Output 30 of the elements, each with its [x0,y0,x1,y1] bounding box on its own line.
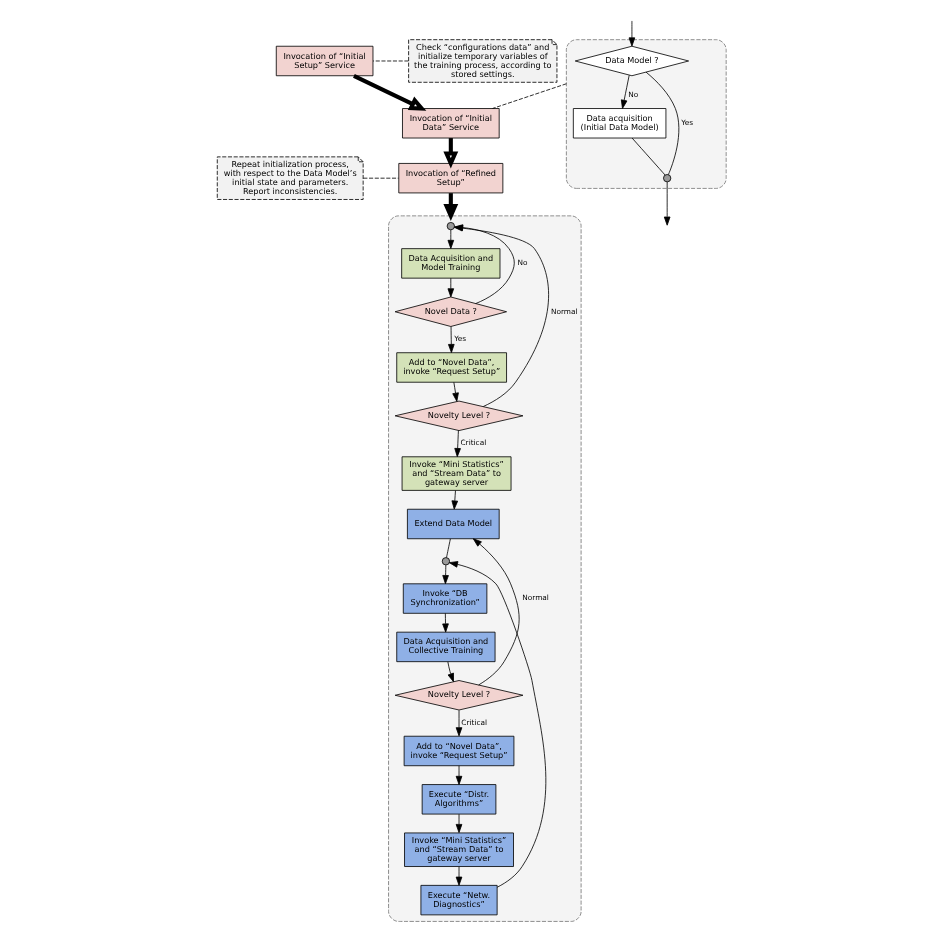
arrow [454,866,462,886]
arrow [446,229,454,249]
arrow [352,74,426,111]
connector [371,60,408,62]
connector [491,83,566,109]
arrow [446,277,454,298]
arrow [442,193,458,221]
connector [445,538,450,558]
node-circle [445,222,454,231]
connector [644,71,679,175]
arrow [450,490,458,510]
node-circle [440,557,449,566]
arrow [662,181,670,226]
arrow [447,326,454,353]
node-circle [662,174,671,183]
arrow [454,813,462,833]
arrow [451,381,458,402]
arrow [447,561,546,888]
arrow [441,564,448,585]
cluster [387,215,581,922]
arrow [471,538,519,686]
arrow [619,74,629,109]
arrow [446,661,453,683]
arrow [454,709,462,737]
arrow [441,613,448,633]
connector [630,137,665,176]
arrow [454,765,462,785]
arrow [453,430,460,458]
connector [361,177,398,179]
arrow [627,20,635,47]
